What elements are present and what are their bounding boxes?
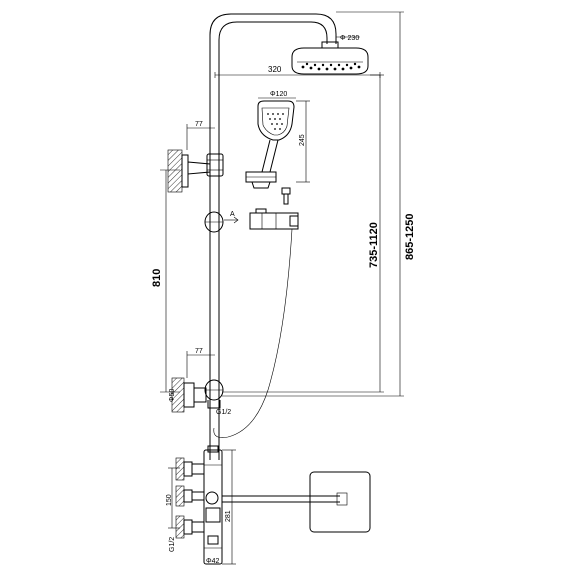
slide-holder-detail <box>249 208 299 230</box>
arm-reach-dimension: 320 <box>214 65 381 78</box>
total-height-label: 865-1250 <box>404 214 416 261</box>
top-wall-offset-label: 77 <box>195 121 203 128</box>
overhead-shower-head: Φ 230 <box>291 35 369 75</box>
bottom-wall-bracket: 77 Φ50 G1/2 <box>169 348 231 416</box>
bottom-wall-offset-label: 77 <box>195 348 203 355</box>
hand-shower-length-label: 245 <box>299 134 306 146</box>
thread-size-top-label: G1/2 <box>216 409 231 416</box>
thread-size-bottom-label: G1/2 <box>169 537 176 552</box>
top-wall-bracket: 77 <box>167 121 224 193</box>
hose-connector <box>281 187 291 205</box>
inlet-spacing-label: 150 <box>166 494 173 506</box>
bracket-spacing-dimension: 810 <box>151 169 180 393</box>
riser-pipe <box>209 13 337 460</box>
head-height-dimension: 735-1120 <box>222 74 384 393</box>
outlet-diameter-label: Φ50 <box>169 389 176 402</box>
head-diameter-label: Φ 230 <box>340 35 359 42</box>
hand-shower: Φ120 245 <box>245 91 310 189</box>
nozzle-dots <box>301 62 361 71</box>
hand-nozzle-dots <box>267 113 284 130</box>
arm-reach-label: 320 <box>268 65 282 74</box>
slide-holder: A <box>204 211 239 233</box>
mixer-top-view: 150 281 G1/2 Φ42 <box>166 445 236 565</box>
hand-shower-diameter-label: Φ120 <box>270 91 287 98</box>
total-height-dimension: 865-1250 <box>222 11 416 397</box>
head-height-label: 735-1120 <box>368 222 380 268</box>
shower-hose <box>213 228 293 438</box>
body-diameter-label: Φ42 <box>206 558 219 565</box>
overhead-plate-top-view <box>222 471 371 533</box>
detail-marker-label: A <box>230 211 235 218</box>
body-length-label: 281 <box>225 510 232 522</box>
bracket-spacing-label: 810 <box>151 269 163 287</box>
